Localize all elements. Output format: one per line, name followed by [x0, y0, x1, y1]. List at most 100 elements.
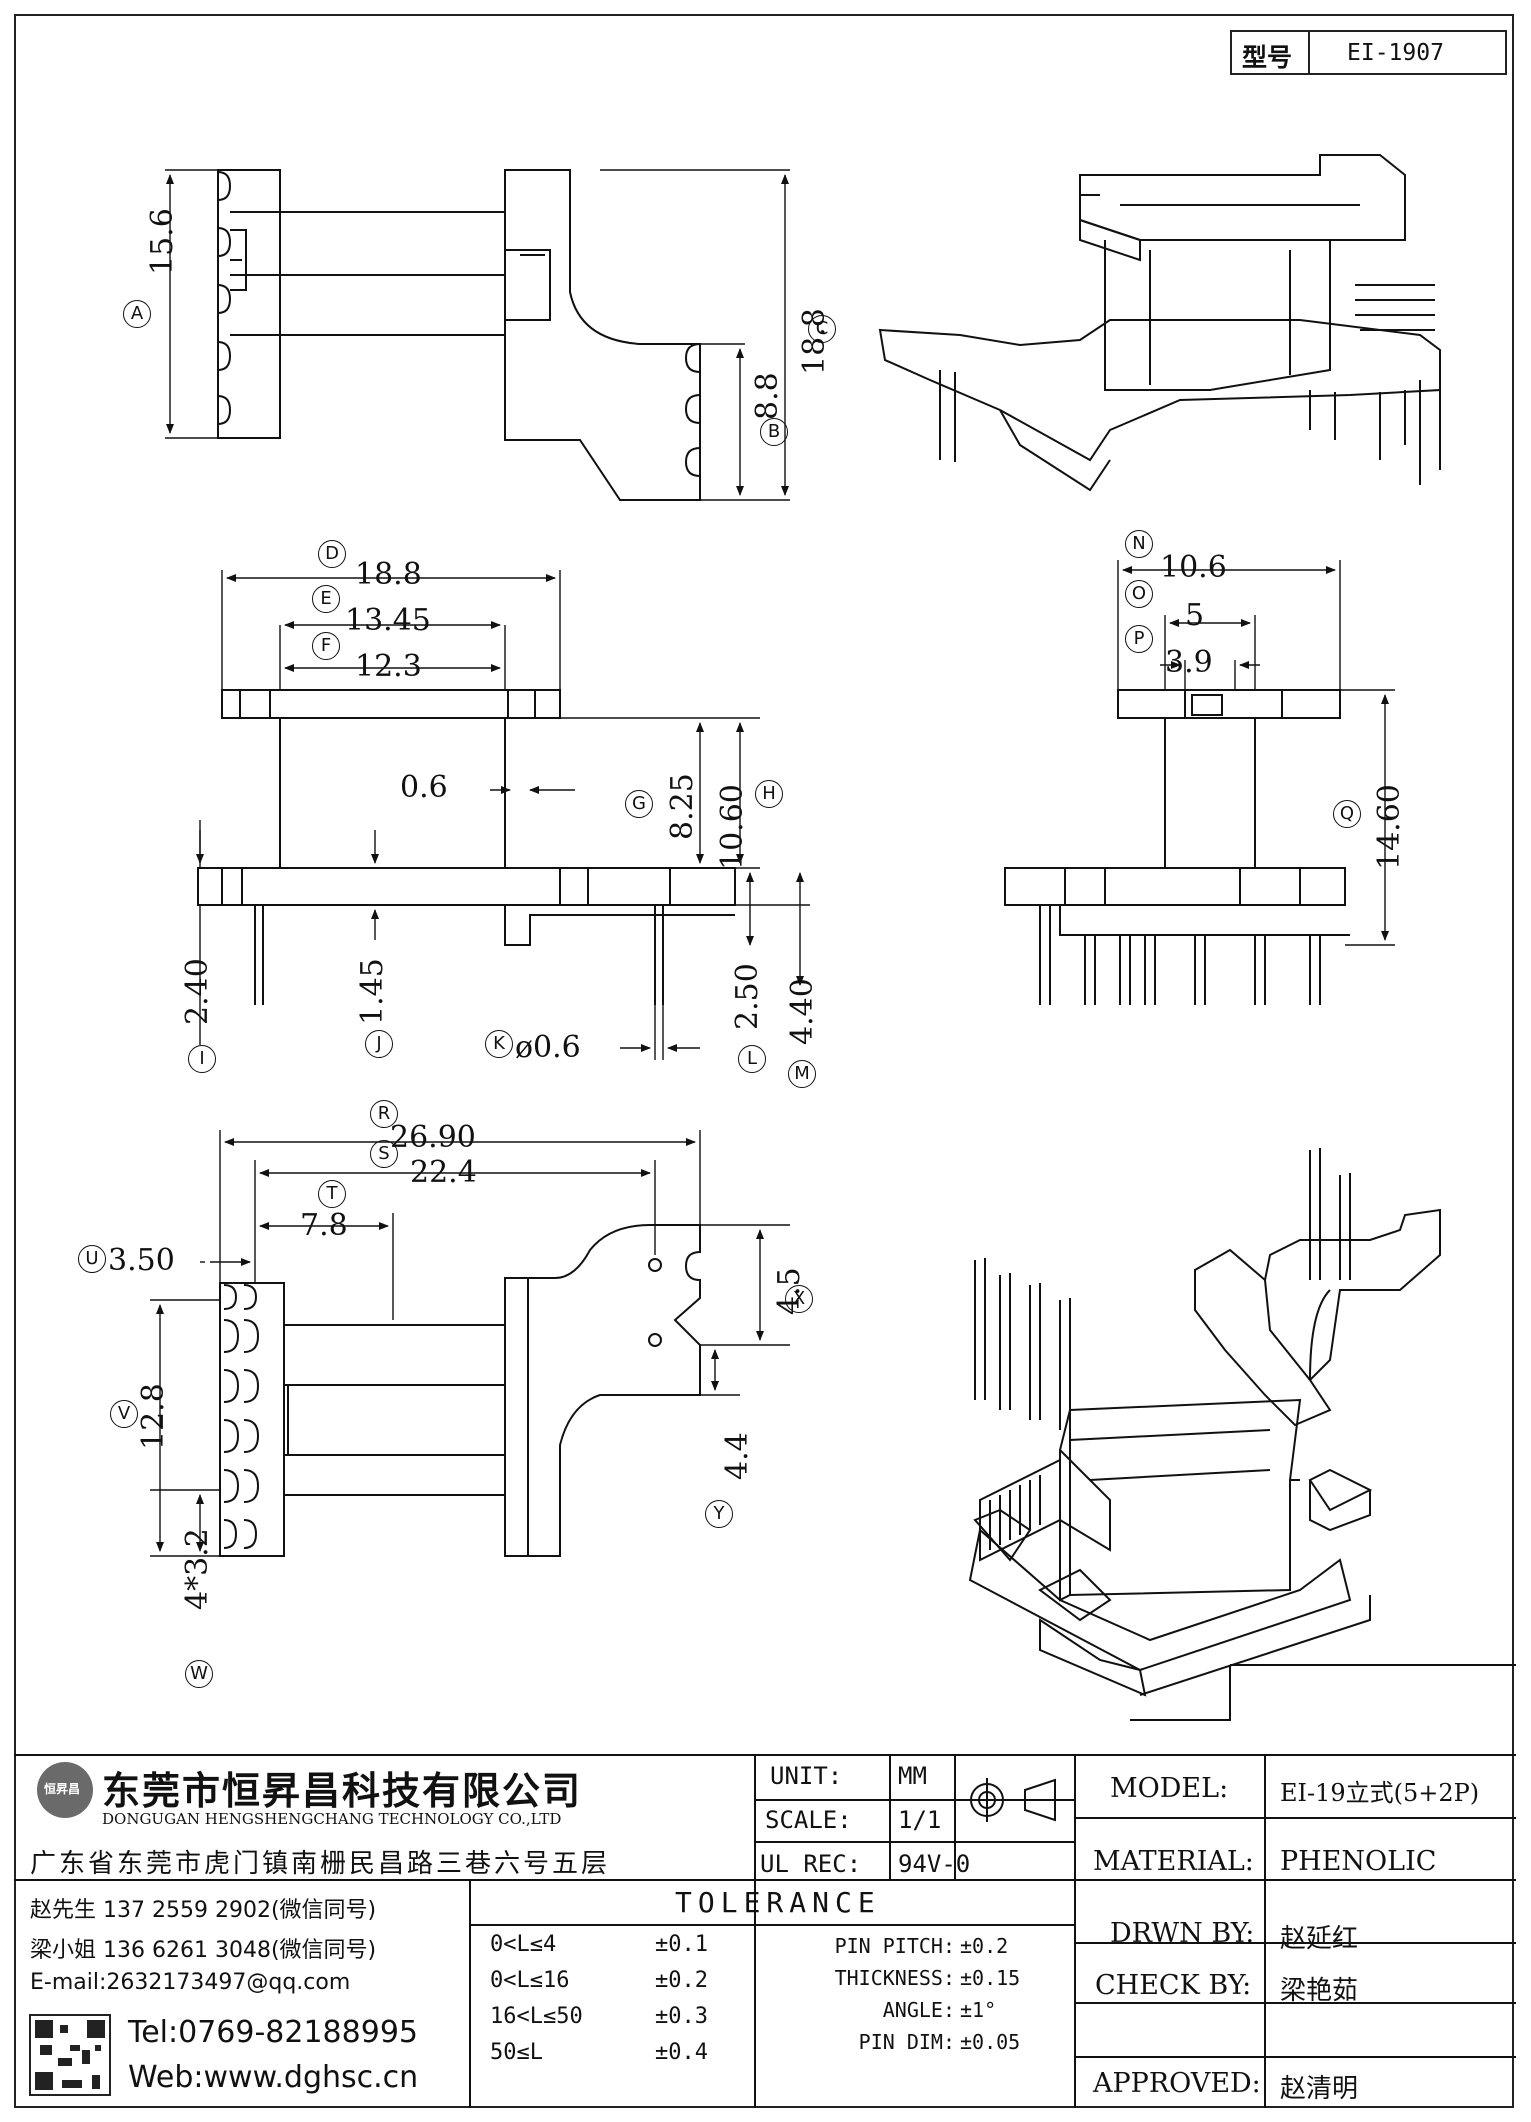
model-tag-value: EI-1907 — [1347, 40, 1444, 66]
tolerance-spec-value: ±0.2 — [960, 1934, 1009, 1958]
dim-P-value: 3.9 — [1165, 645, 1213, 680]
logo-text: 恒昇昌 — [44, 1782, 81, 1796]
tolerance-value: ±0.4 — [655, 2040, 708, 2065]
tolerance-spec-label: THICKNESS: — [834, 1966, 955, 1990]
dim-G-value: 8.25 — [665, 773, 700, 840]
view1-dimensions — [165, 169, 790, 501]
dim-V-value: 12.8 — [136, 1383, 171, 1450]
unit-value: MM — [898, 1762, 927, 1790]
company-tel: Tel:0769-82188995 — [128, 2015, 418, 2050]
dim-Q-value: 14.60 — [1372, 784, 1407, 870]
tolerance-spec-value: ±0.05 — [960, 2030, 1021, 2054]
dim-O-value: 5 — [1185, 598, 1205, 633]
tolerance-value: ±0.2 — [655, 1968, 708, 1993]
dim-U-label: U — [78, 1245, 106, 1273]
dim-E-value: 13.45 — [345, 603, 431, 638]
model-tag: 型号 EI-1907 — [1230, 30, 1507, 75]
front-view-dimensions — [196, 570, 810, 1060]
dim-B-value: 8.8 — [750, 372, 785, 420]
dim-N-label: N — [1125, 530, 1153, 558]
dim-T-value: 7.8 — [300, 1208, 348, 1243]
material-value: PHENOLIC — [1280, 1846, 1437, 1877]
tolerance-spec-value: ±0.15 — [960, 1966, 1021, 1990]
title-block-grid — [14, 1664, 1516, 2108]
check-value: 梁艳茹 — [1280, 1976, 1359, 2006]
unit-label: UNIT: — [770, 1762, 843, 1790]
dim-J-value: 1.45 — [355, 958, 390, 1025]
dim-K-value: ø0.6 — [515, 1030, 581, 1065]
tolerance-range: 50≤L — [490, 2040, 543, 2065]
drawing-sheet — [14, 14, 1514, 2108]
model-label: MODEL: — [1110, 1773, 1229, 1804]
bobbin-3d-top — [878, 154, 1441, 492]
scale-label: SCALE: — [765, 1806, 852, 1834]
company-logo — [37, 1762, 93, 1818]
dim-P-label: P — [1125, 625, 1153, 653]
end-view-dimensions — [1117, 560, 1395, 946]
dim-H-label: H — [755, 780, 783, 808]
dim-T-label: T — [318, 1180, 346, 1208]
dim-R-value: 26.90 — [390, 1120, 476, 1155]
scale-value: 1/1 — [898, 1806, 942, 1834]
dim-L-value: 2.50 — [730, 963, 765, 1030]
tolerance-range: 0<L≤16 — [490, 1968, 570, 1993]
tolerance-spec-label: ANGLE: — [882, 1998, 955, 2022]
dim-Y-label: Y — [705, 1500, 733, 1528]
approved-value: 赵清明 — [1280, 2074, 1359, 2104]
contact-2: 梁小姐 136 6261 3048(微信同号) — [30, 1938, 377, 1963]
tolerance-value: ±0.1 — [655, 1932, 708, 1957]
dim-A-label: A — [123, 300, 151, 328]
contact-email: E-mail:2632173497@qq.com — [30, 1970, 351, 1995]
dim-I-value: 2.40 — [180, 958, 215, 1025]
tolerance-spec-label: PIN PITCH: — [834, 1934, 955, 1958]
dim-C-label: C — [808, 315, 836, 343]
check-label: CHECK BY: — [1095, 1970, 1252, 2001]
tolerance-spec-value: ±1° — [960, 1998, 997, 2022]
drawn-value: 赵延红 — [1280, 1924, 1359, 1954]
front-view — [197, 689, 736, 1005]
dim-E-label: E — [312, 585, 340, 613]
dim-J-label: J — [365, 1030, 393, 1058]
dim-W-value: 4*3.2 — [180, 1528, 215, 1610]
dim-G-label: G — [625, 790, 653, 818]
tolerance-spec-label: PIN DIM: — [858, 2030, 955, 2054]
dim-O-label: O — [1125, 580, 1153, 608]
dim-Y-value: 4.4 — [720, 1432, 755, 1480]
dim-I-label: I — [188, 1045, 216, 1073]
dim-D-label: D — [318, 540, 346, 568]
company-web: Web:www.dghsc.cn — [128, 2060, 419, 2095]
company-name-en: DONGUGAN HENGSHENGCHANG TECHNOLOGY CO.,L… — [102, 1810, 562, 1828]
ulrec-value: 94V-0 — [898, 1850, 971, 1878]
bobbin-3d-bottom — [968, 1148, 1441, 1697]
dim-L-label: L — [738, 1045, 766, 1073]
dim-S-value: 22.4 — [410, 1155, 477, 1190]
side-view-left — [217, 169, 505, 439]
company-address: 广东省东莞市虎门镇南栅民昌路三巷六号五层 — [30, 1849, 611, 1879]
company-name-cn: 东莞市恒昇昌科技有限公司 — [102, 1769, 583, 1813]
contact-1: 赵先生 137 2559 2902(微信同号) — [30, 1898, 377, 1923]
ulrec-label: UL REC: — [760, 1850, 862, 1878]
qr-code — [29, 2014, 111, 2096]
tolerance-title: TOLERANCE — [675, 1886, 881, 1919]
dim-Q-label: Q — [1333, 800, 1361, 828]
dim-M-label: M — [788, 1060, 816, 1088]
material-label: MATERIAL: — [1093, 1846, 1254, 1877]
dim-S-label: S — [370, 1140, 398, 1168]
dim-V-label: V — [110, 1400, 138, 1428]
dim-F-label: F — [312, 632, 340, 660]
model-value: EI-19立式(5+2P) — [1280, 1779, 1480, 1807]
end-view — [1004, 689, 1350, 1005]
dim-F-value: 12.3 — [355, 649, 422, 684]
tolerance-range: 16<L≤50 — [490, 2004, 583, 2029]
dim-A-value: 15.6 — [145, 208, 180, 275]
dim-X-label: X — [785, 1285, 813, 1313]
dim-B-label: B — [760, 418, 788, 446]
side-view-right — [504, 169, 701, 501]
model-tag-label: 型号 — [1242, 43, 1293, 72]
dim-N-value: 10.6 — [1160, 550, 1227, 585]
drawn-label: DRWN BY: — [1110, 1918, 1255, 1949]
dim-D-value: 18.8 — [355, 557, 422, 592]
dim-gap-value: 0.6 — [400, 770, 448, 805]
dim-W-label: W — [185, 1660, 213, 1688]
